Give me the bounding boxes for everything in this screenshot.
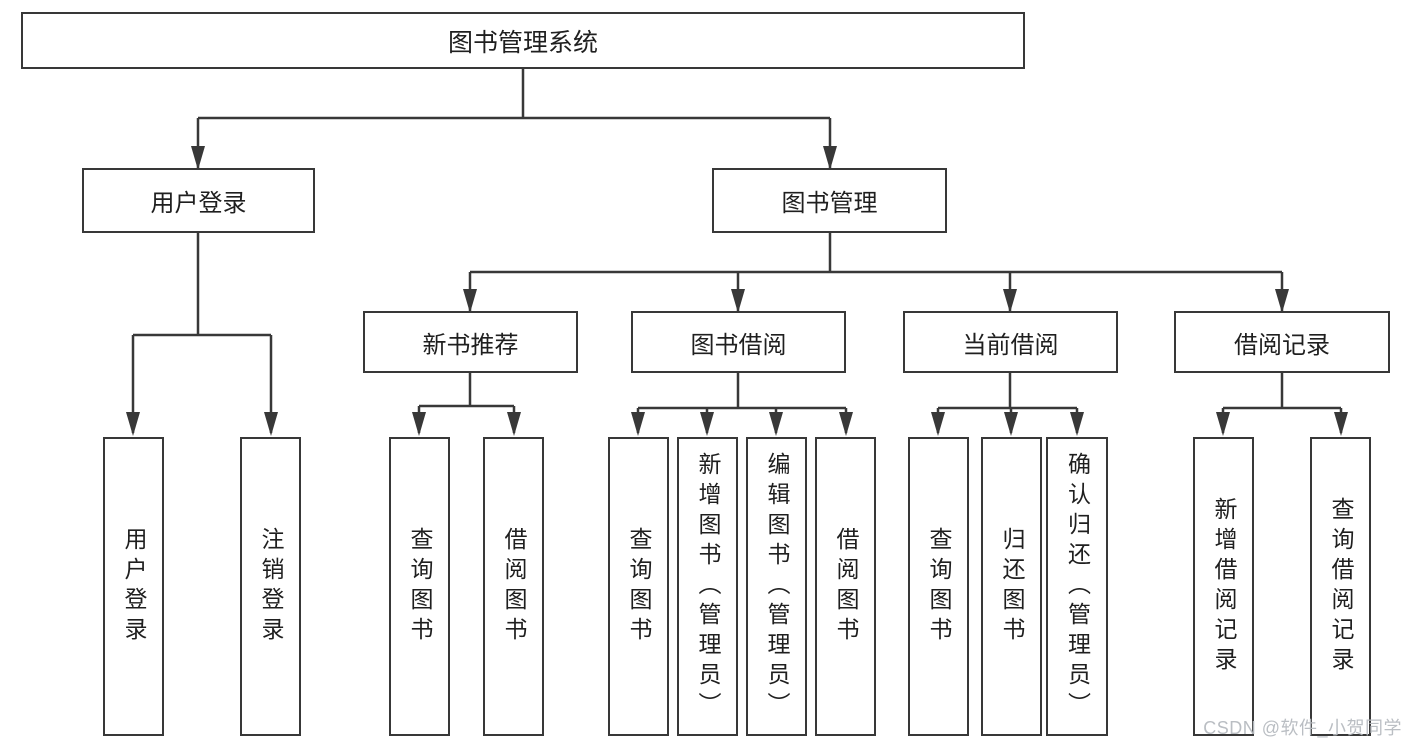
node-label: 归还图书	[999, 526, 1025, 647]
node-label: 查询图书	[626, 526, 652, 647]
leaf-current-confirm-return-admin: 确认归还（管理员）	[1046, 437, 1108, 736]
leaf-current-query-books: 查询图书	[908, 437, 969, 736]
arrow-down-icon	[1275, 289, 1289, 313]
arrow-down-icon	[823, 146, 837, 170]
arrow-down-icon	[1003, 289, 1017, 313]
leaf-records-add-record: 新增借阅记录	[1193, 437, 1254, 736]
node-library-system: 图书管理系统	[21, 12, 1025, 69]
node-label: 借阅记录	[1234, 331, 1330, 359]
leaf-borrowing-add-books-admin: 新增图书（管理员）	[677, 437, 738, 736]
node-label: 查询借阅记录	[1328, 496, 1354, 677]
node-label: 用户登录	[150, 190, 247, 217]
node-book-management: 图书管理	[712, 168, 947, 233]
arrow-down-icon	[1216, 412, 1230, 436]
leaf-borrowing-edit-books-admin: 编辑图书（管理员）	[746, 437, 807, 736]
arrow-down-icon	[700, 412, 714, 436]
arrow-down-icon	[507, 412, 521, 436]
leaf-user-login: 用户登录	[103, 437, 164, 736]
arrow-down-icon	[264, 412, 278, 436]
arrow-down-icon	[463, 289, 477, 313]
node-current-borrowing: 当前借阅	[903, 311, 1118, 373]
node-label: 新书推荐	[422, 331, 519, 359]
node-label: 图书借阅	[690, 331, 787, 359]
node-label: 新增图书（管理员）	[695, 451, 721, 722]
node-label: 新增借阅记录	[1211, 496, 1237, 677]
leaf-borrowing-borrow-books: 借阅图书	[815, 437, 876, 736]
arrow-down-icon	[631, 412, 645, 436]
node-label: 借阅图书	[833, 526, 859, 647]
node-label: 查询图书	[926, 526, 952, 647]
node-label: 确认归还（管理员）	[1064, 451, 1091, 722]
arrow-down-icon	[191, 146, 205, 170]
node-borrowing-records: 借阅记录	[1174, 311, 1390, 373]
node-user-login: 用户登录	[82, 168, 315, 233]
node-label: 查询图书	[407, 526, 433, 647]
arrow-down-icon	[839, 412, 853, 436]
leaf-recommend-query-books: 查询图书	[389, 437, 450, 736]
arrow-down-icon	[1004, 412, 1018, 436]
node-label: 图书管理	[781, 190, 878, 217]
arrow-down-icon	[412, 412, 426, 436]
node-book-borrowing: 图书借阅	[631, 311, 846, 373]
node-label: 注销登录	[258, 526, 284, 647]
arrow-down-icon	[769, 412, 783, 436]
connector-lines	[131, 69, 1343, 433]
leaf-recommend-borrow-books: 借阅图书	[483, 437, 544, 736]
node-label: 编辑图书（管理员）	[764, 451, 790, 722]
leaf-records-query-record: 查询借阅记录	[1310, 437, 1371, 736]
leaf-current-return-books: 归还图书	[981, 437, 1042, 736]
watermark: CSDN @软件_小贺同学	[1203, 718, 1402, 738]
node-label: 当前借阅	[962, 331, 1059, 359]
node-new-book-recommend: 新书推荐	[363, 311, 578, 373]
arrow-down-icon	[731, 289, 745, 313]
arrow-down-icon	[931, 412, 945, 436]
node-label: 图书管理系统	[447, 28, 598, 57]
arrow-down-icon	[126, 412, 140, 436]
arrow-down-icon	[1334, 412, 1348, 436]
node-label: 用户登录	[121, 526, 147, 647]
leaf-logout: 注销登录	[240, 437, 301, 736]
arrow-down-icon	[1070, 412, 1084, 436]
leaf-borrowing-query-books: 查询图书	[608, 437, 669, 736]
node-label: 借阅图书	[501, 526, 527, 647]
